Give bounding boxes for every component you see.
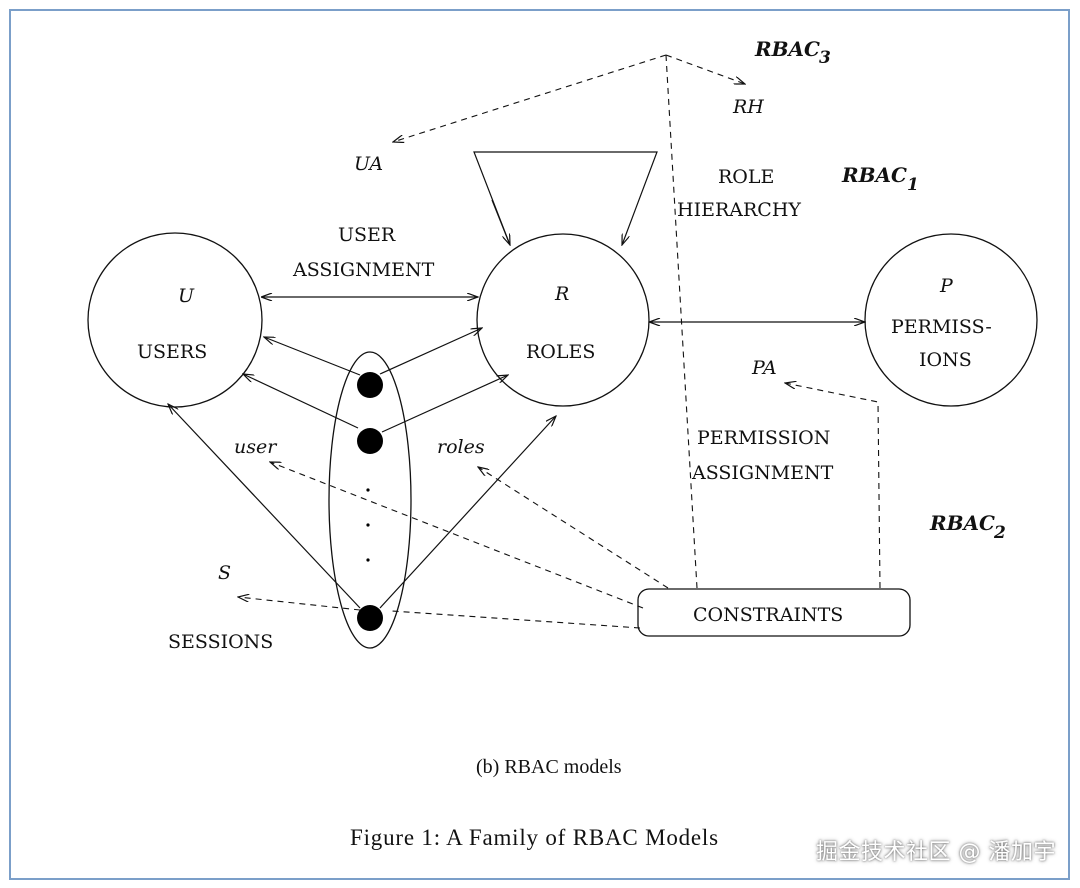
session-dot-1 [357,372,383,398]
pa-label: PA [751,357,777,379]
users-label: USERS [137,341,207,363]
constraints-to-pa-line [785,383,881,589]
session3-to-roles-arrow [379,416,556,609]
user-function-label: user [234,436,278,458]
sessions-symbol: S [218,562,231,584]
rbac2-subscript: 2 [993,523,1006,543]
role-hierarchy-label-line2: HIERARCHY [677,199,801,221]
permission-assignment-label-line1: PERMISSION [697,427,830,449]
roles-function-label: roles [437,436,485,458]
session-dot-2 [357,428,383,454]
session2-to-roles-arrow [381,375,508,433]
rbac3-subscript: 3 [819,48,831,68]
sessions-label: SESSIONS [168,631,273,653]
ellipsis-dot [366,558,370,562]
rbac2-label: RBAC [929,511,995,535]
rbac3-to-ua-line [393,54,667,142]
session1-to-roles-arrow [379,328,482,375]
role-hierarchy-loop [473,151,658,245]
permissions-label-line2: IONS [919,349,972,371]
roles-label: ROLES [526,341,595,363]
rh-label: RH [732,96,764,118]
figure-caption: Figure 1: A Family of RBAC Models [350,825,719,850]
hierarchy-loop-left-arrow [491,199,510,245]
rbac1-subscript: 1 [907,175,919,195]
permissions-symbol: P [939,275,954,297]
ellipsis-dot [366,488,370,492]
figure-frame [9,9,1070,880]
constraints-to-user-line [270,462,644,609]
users-circle [87,232,263,408]
hierarchy-loop-right-arrow [473,151,658,245]
sessions-ellipse [328,351,412,649]
ua-label: UA [354,153,383,175]
roles-symbol: R [554,283,569,305]
session-dot-3 [357,605,383,631]
constraints-label: CONSTRAINTS [693,604,843,626]
permissions-label-line1: PERMISS- [891,316,992,338]
session3-to-users-arrow [168,404,361,609]
session-to-s-line [238,597,361,611]
user-assignment-label-line1: USER [338,224,396,246]
subcaption: (b) RBAC models [476,756,622,778]
watermark: 掘金技术社区 @ 潘加宇 [816,840,1056,865]
rbac3-to-rh-line [665,54,745,84]
roles-circle [476,233,650,407]
ellipsis-dot [366,523,370,527]
role-hierarchy-label-line1: ROLE [718,166,774,188]
user-assignment-label-line2: ASSIGNMENT [292,259,435,281]
session2-to-users-arrow [243,374,359,429]
users-symbol: U [178,285,195,307]
constraints-box [637,588,911,637]
rbac3-label: RBAC [754,37,820,61]
permission-assignment-label-line2: ASSIGNMENT [691,462,834,484]
rbac1-label: RBAC [841,163,907,187]
constraints-to-roles-line [478,467,669,589]
constraints-to-session-line [391,610,641,629]
session1-to-users-arrow [264,337,361,376]
